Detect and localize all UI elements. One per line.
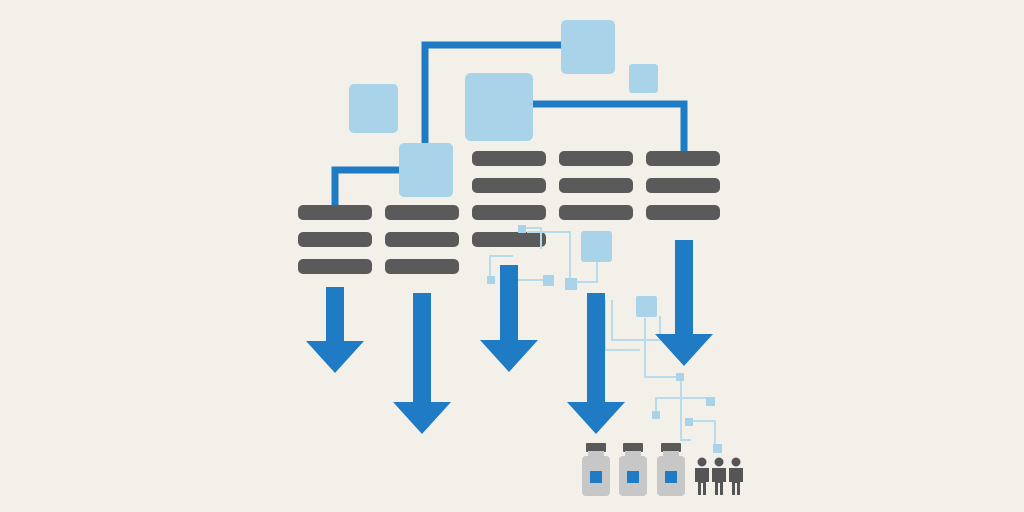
vial-label — [665, 471, 677, 483]
server-stack-icon — [472, 151, 546, 247]
network-node-icon — [676, 373, 684, 381]
data-block-icon — [629, 64, 658, 93]
data-block-nodes — [349, 20, 658, 317]
server-bar — [559, 151, 633, 166]
vial-cap — [586, 443, 606, 452]
network-link — [527, 231, 571, 282]
data-block-icon — [561, 20, 615, 74]
network-node-icon — [518, 225, 526, 233]
vial-label — [590, 471, 602, 483]
person-head — [731, 457, 741, 467]
vial-neck — [663, 451, 679, 457]
data-block-icon — [399, 143, 453, 197]
person-body — [695, 468, 709, 495]
server-bar — [298, 205, 372, 220]
server-stack-icon — [646, 151, 720, 220]
server-bar — [298, 259, 372, 274]
network-node-icon — [713, 444, 722, 453]
person-body — [729, 468, 743, 495]
server-bar — [298, 232, 372, 247]
vial-cap — [623, 443, 643, 452]
server-stack-icon — [385, 205, 459, 274]
person-body — [712, 468, 726, 495]
down-arrow-icon — [393, 293, 451, 434]
network-link — [489, 255, 513, 279]
person-icon — [695, 457, 709, 495]
network-link — [611, 300, 661, 341]
data-block-icon — [581, 231, 612, 262]
data-block-icon — [636, 296, 657, 317]
vial-label — [627, 471, 639, 483]
network-node-icon — [565, 278, 577, 290]
server-bar — [472, 205, 546, 220]
network-node-icon — [543, 275, 554, 286]
vial-neck — [588, 451, 604, 457]
network-node-icon — [706, 397, 715, 406]
person-head — [714, 457, 724, 467]
connector-node-to-stack-6 — [532, 100, 688, 152]
down-arrow-icon — [655, 240, 713, 366]
server-stack-icon — [298, 205, 372, 274]
network-node-icon — [487, 276, 495, 284]
data-block-icon — [349, 84, 398, 133]
server-bar — [385, 259, 459, 274]
network-link — [575, 262, 598, 283]
server-stacks — [298, 151, 720, 274]
data-block-icon — [465, 73, 533, 141]
network-link — [689, 420, 716, 446]
server-bar — [646, 205, 720, 220]
server-bar — [472, 151, 546, 166]
server-bar — [559, 205, 633, 220]
server-bar — [646, 178, 720, 193]
network-link — [644, 318, 679, 378]
down-arrow-icon — [480, 265, 538, 372]
server-bar — [646, 151, 720, 166]
server-bar — [559, 178, 633, 193]
person-icon — [729, 457, 743, 495]
person-icon — [712, 457, 726, 495]
vials — [582, 443, 685, 496]
vial-icon — [619, 443, 647, 496]
hierarchy-connectors — [331, 41, 688, 207]
connector-node-to-stack-1 — [331, 166, 400, 207]
network-node-icon — [685, 418, 693, 426]
server-bar — [385, 205, 459, 220]
people-group — [695, 457, 743, 495]
person-head — [697, 457, 707, 467]
down-arrow-icon — [567, 293, 625, 434]
server-stack-icon — [559, 151, 633, 220]
vial-neck — [625, 451, 641, 457]
vial-cap — [661, 443, 681, 452]
down-arrow-icon — [306, 287, 364, 373]
network-link — [521, 227, 542, 249]
vial-icon — [657, 443, 685, 496]
server-bar — [472, 178, 546, 193]
server-bar — [385, 232, 459, 247]
connector-root-to-top-node — [421, 41, 562, 143]
down-arrows — [306, 240, 713, 434]
vial-icon — [582, 443, 610, 496]
server-bar — [472, 232, 546, 247]
network-nodes — [487, 225, 722, 453]
network-node-icon — [652, 411, 660, 419]
